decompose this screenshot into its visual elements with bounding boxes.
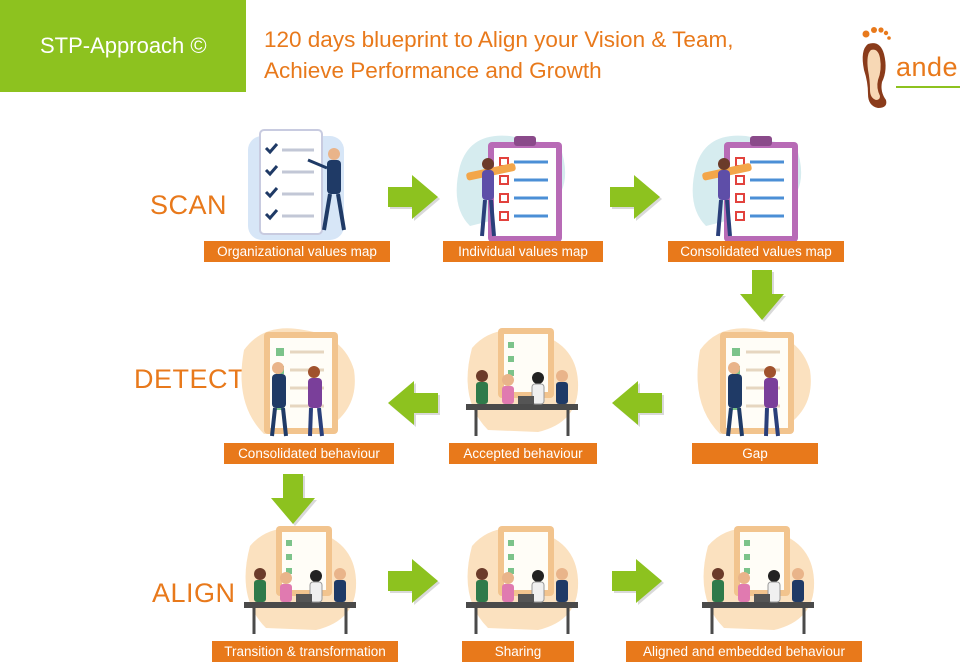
step-label-transition: Transition & transformation — [212, 641, 398, 662]
step-card-transition — [236, 518, 364, 644]
arrow-right-icon — [386, 556, 440, 606]
step-card-cons-values — [688, 126, 816, 252]
company-logo: ande — [852, 22, 960, 108]
step-card-accepted — [458, 320, 586, 446]
title-line-1: 120 days blueprint to Align your Vision … — [264, 27, 734, 52]
logo-text: ande — [896, 52, 959, 82]
arrow-right-icon — [386, 172, 440, 222]
accepted-illustration — [458, 320, 586, 446]
sharing-illustration — [458, 518, 586, 644]
step-card-cons-behaviour — [234, 320, 362, 446]
transition-illustration — [236, 518, 364, 644]
step-label-aligned: Aligned and embedded behaviour — [626, 641, 862, 662]
step-label-org-values: Organizational values map — [204, 241, 390, 262]
arrow-down-icon — [737, 268, 787, 322]
title-line-2: Achieve Performance and Growth — [264, 58, 602, 83]
step-label-ind-values: Individual values map — [443, 241, 603, 262]
cons-behaviour-illustration — [234, 320, 362, 446]
gap-illustration — [690, 320, 818, 446]
page-title: 120 days blueprint to Align your Vision … — [264, 24, 824, 86]
approach-badge: STP-Approach © — [0, 0, 246, 92]
aligned-illustration — [694, 518, 822, 644]
step-card-gap — [690, 320, 818, 446]
step-label-sharing: Sharing — [462, 641, 574, 662]
step-card-ind-values — [452, 126, 580, 252]
cons-values-illustration — [688, 126, 816, 252]
step-label-accepted: Accepted behaviour — [449, 443, 597, 464]
arrow-left-icon — [386, 378, 440, 428]
ind-values-illustration — [452, 126, 580, 252]
org-values-illustration — [228, 126, 356, 252]
arrow-right-icon — [608, 172, 662, 222]
footprint-icon — [862, 27, 891, 108]
logo-underline — [896, 86, 960, 88]
row-label-detect: DETECT — [134, 364, 245, 394]
step-label-gap: Gap — [692, 443, 818, 464]
step-card-org-values — [228, 126, 356, 252]
step-label-cons-values: Consolidated values map — [668, 241, 844, 262]
step-card-sharing — [458, 518, 586, 644]
arrow-right-icon — [610, 556, 664, 606]
step-card-aligned — [694, 518, 822, 644]
arrow-left-icon — [610, 378, 664, 428]
row-label-scan: SCAN — [150, 190, 228, 220]
row-label-align: ALIGN — [152, 578, 236, 608]
badge-text: STP-Approach © — [40, 33, 207, 58]
step-label-cons-behaviour: Consolidated behaviour — [224, 443, 394, 464]
